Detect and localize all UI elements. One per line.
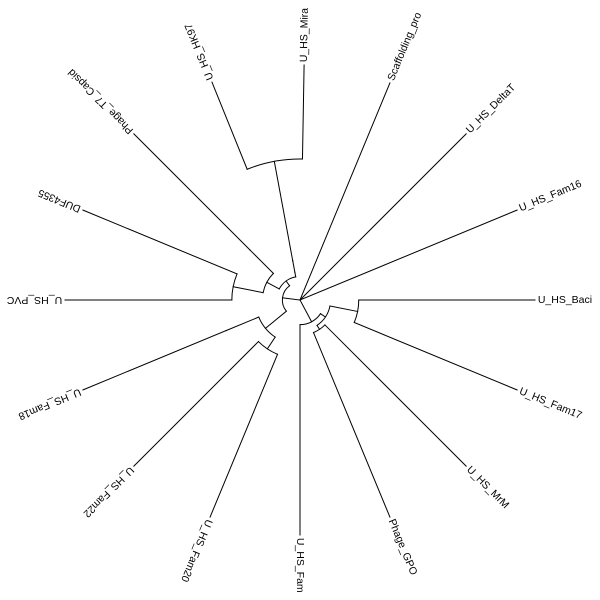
- internal-branch: [225, 316, 260, 332]
- leaf-label: U_HS_Baci: [538, 294, 592, 306]
- internal-branch: [266, 336, 276, 350]
- internal-branch: [281, 297, 301, 301]
- internal-branch: [249, 249, 275, 275]
- internal-branch: [232, 286, 264, 294]
- leaf-branch: [133, 133, 251, 251]
- leaf-label: U_HS_Fam: [294, 538, 306, 593]
- leaf-branch: [211, 81, 248, 170]
- leaf-label: U_HS_Mira: [298, 8, 311, 63]
- internal-branch: [299, 299, 313, 323]
- leaf-label: Phage_GPO: [386, 517, 420, 577]
- internal-branch: [319, 313, 327, 318]
- branch-arc-n2: [299, 313, 322, 326]
- internal-branch: [273, 160, 294, 262]
- leaf-branch: [209, 353, 279, 518]
- branch-arc-n6: [262, 272, 275, 294]
- internal-branch: [294, 271, 297, 278]
- branch-arc-n1: [281, 285, 291, 312]
- leaf-label: U_HS_Fam16: [517, 178, 583, 215]
- leaf-branch: [82, 209, 238, 275]
- leaf-branch: [82, 329, 227, 391]
- leaf-branch: [299, 209, 518, 301]
- leaf-branch: [312, 331, 391, 518]
- leaf-branch: [301, 64, 305, 160]
- tree-branches: [64, 64, 536, 536]
- leaf-label: U_HS_Fam17: [518, 385, 584, 422]
- leaf-label: DUF4355: [36, 186, 82, 214]
- leaf-label: U_HS_DeltaT: [464, 81, 519, 136]
- branch-arc-n3: [278, 276, 297, 290]
- leaf-branch: [353, 321, 518, 391]
- leaf-label: U_HS_Fam18: [16, 386, 82, 423]
- branch-arc-n4: [258, 316, 276, 338]
- branch-arc-n13: [316, 305, 331, 327]
- internal-branch: [266, 281, 280, 290]
- leaf-label: Scaffolding_pro: [385, 11, 424, 83]
- leaf-label: U_HS_HK97: [183, 21, 217, 81]
- leaf-label: U_HS_Fam20: [178, 518, 215, 584]
- internal-branch: [329, 305, 359, 313]
- branch-arc-n8: [246, 158, 303, 170]
- internal-branch: [292, 260, 296, 273]
- leaf-branch: [324, 324, 467, 467]
- internal-branch: [264, 310, 288, 330]
- leaf-branch: [299, 133, 467, 301]
- internal-branch: [285, 280, 291, 287]
- leaf-label: Phage_T7_Capsid: [66, 66, 136, 136]
- internal-branch: [316, 324, 321, 331]
- leaf-label: U_HS_Fam22: [81, 464, 137, 520]
- leaf-label: U_HS_PVC: [6, 294, 62, 306]
- leaf-label: U_HS_MrM: [464, 464, 511, 511]
- leaf-branch: [133, 340, 260, 467]
- leaf-branch: [299, 82, 391, 301]
